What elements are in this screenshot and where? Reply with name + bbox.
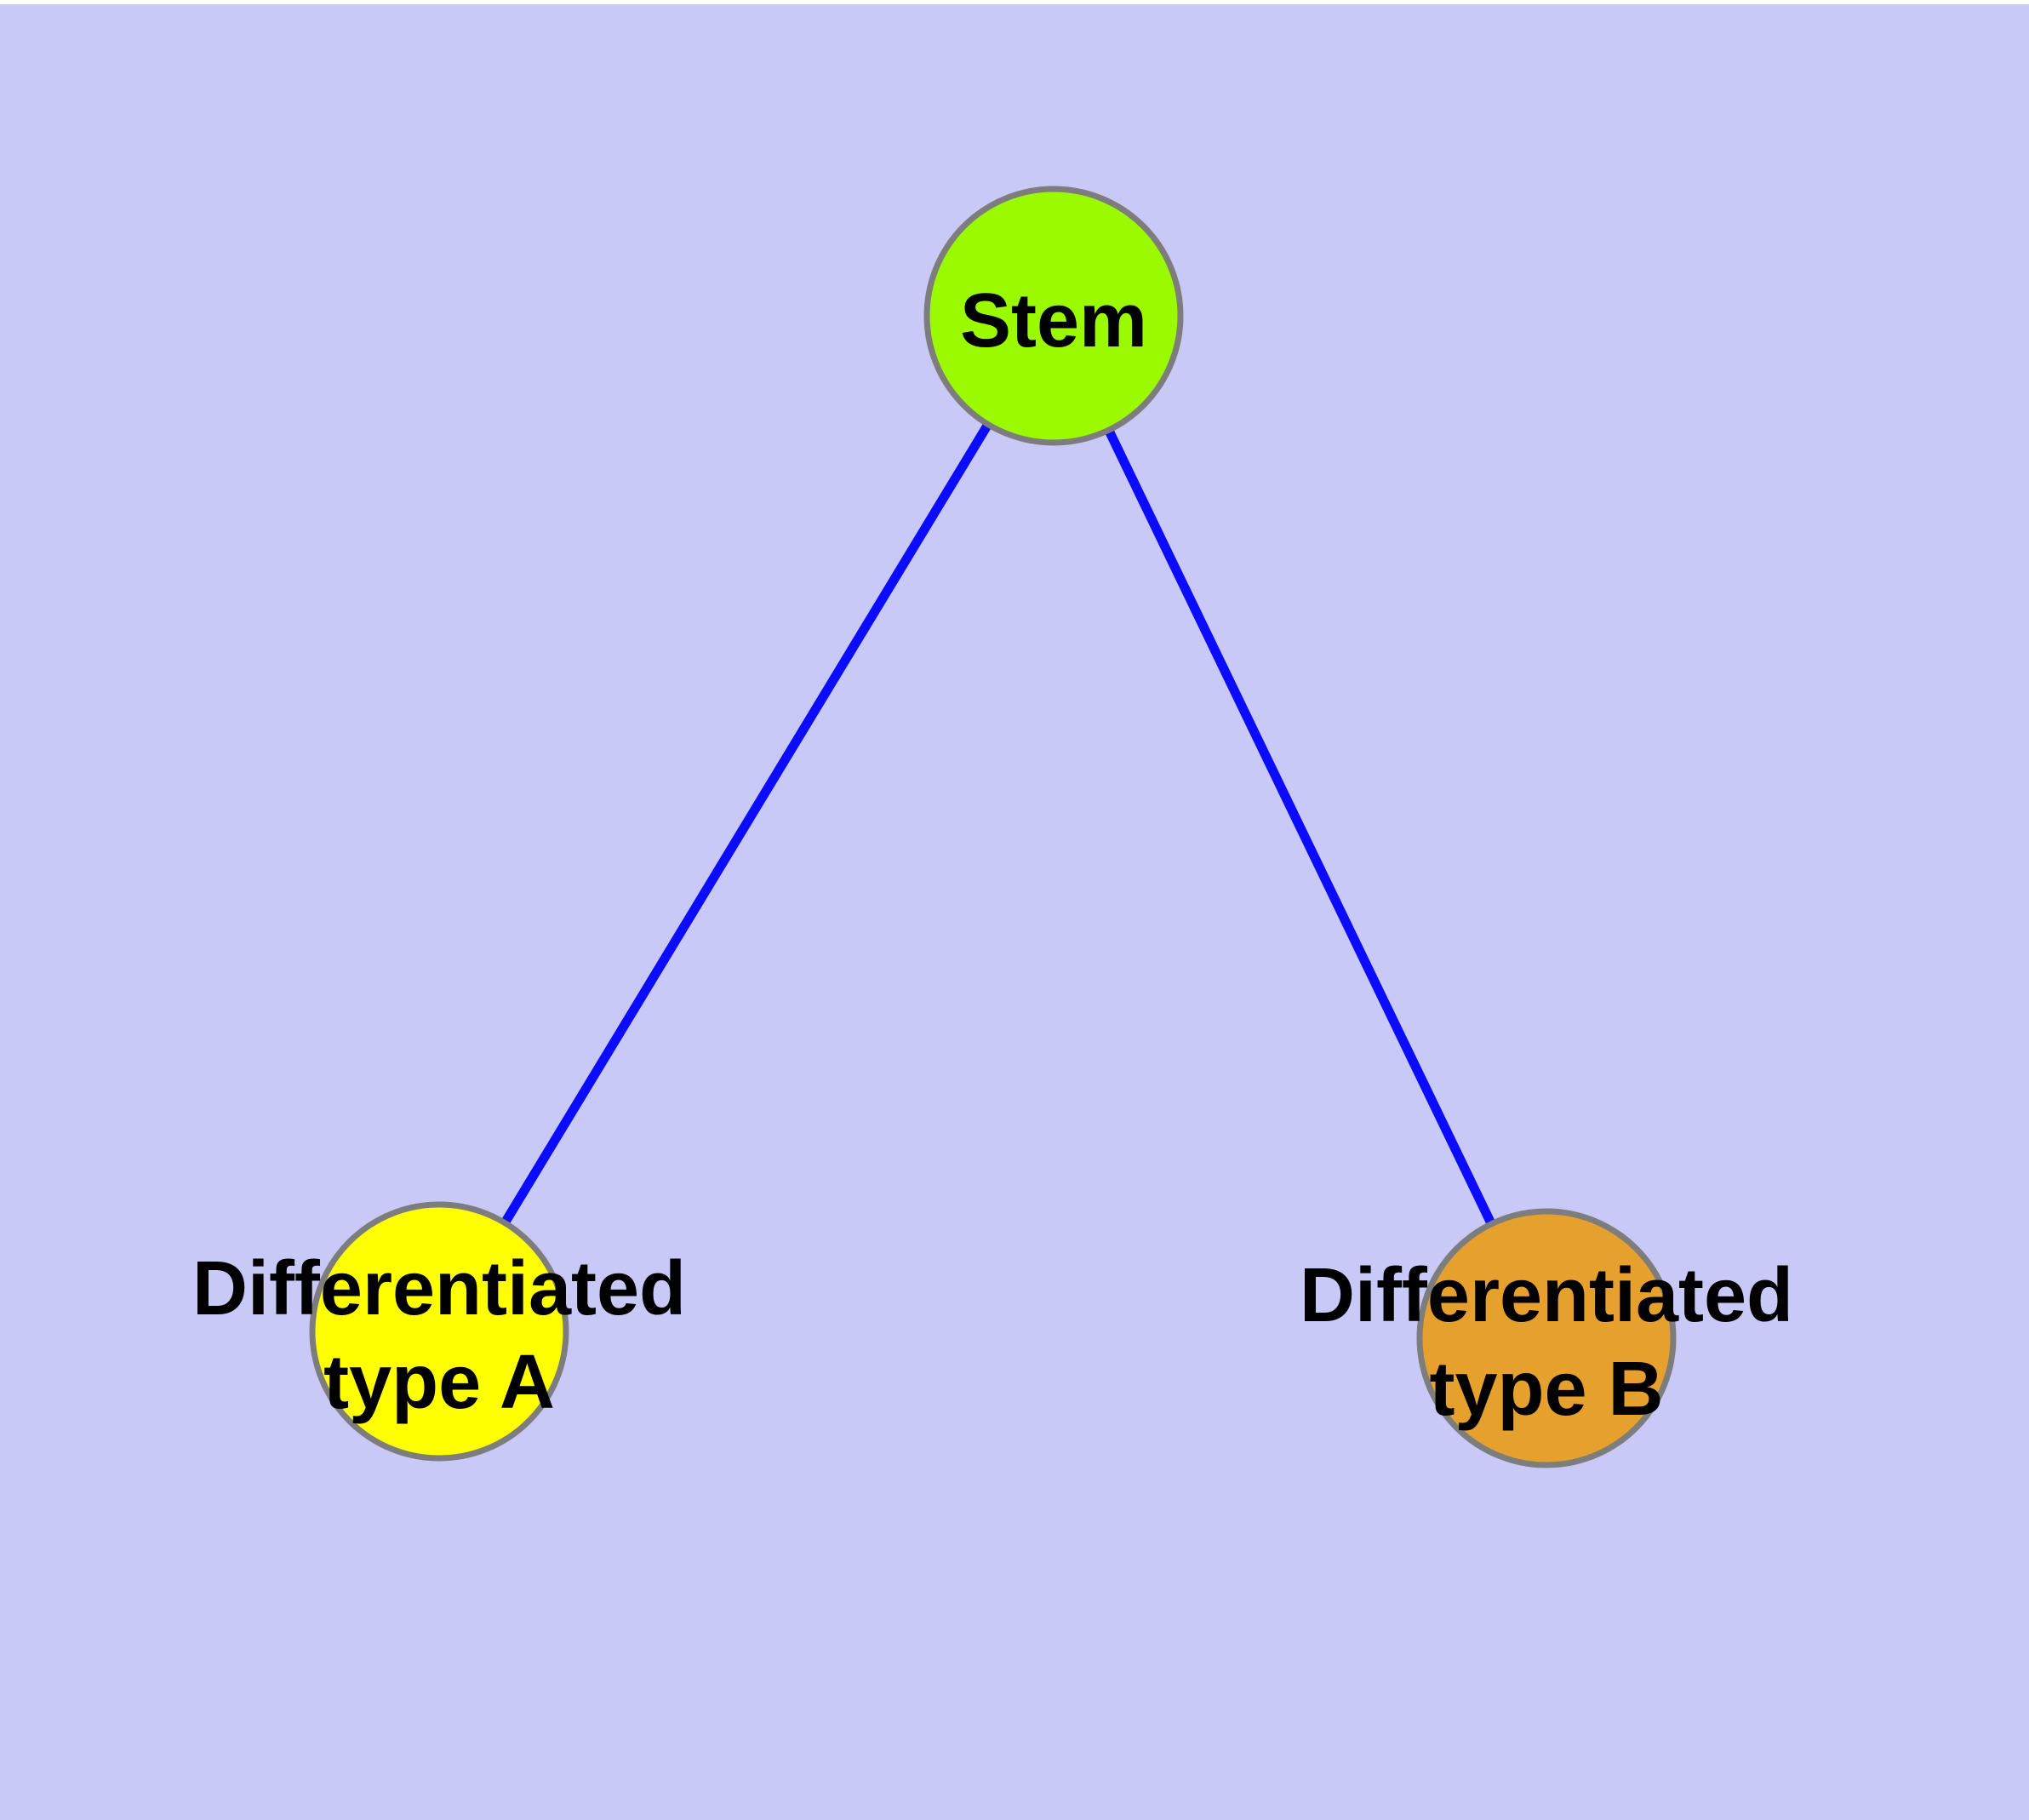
edge-stem-to-type-a xyxy=(435,313,1058,1334)
edge-stem-to-type-b xyxy=(1049,313,1551,1341)
node-stem-label: Stem xyxy=(960,278,1147,363)
node-type-a-label-line1: Differentiated xyxy=(192,1246,686,1331)
node-type-a-label-line2: type A xyxy=(323,1340,555,1425)
node-type-b-label-line1: Differentiated xyxy=(1300,1253,1793,1338)
node-type-b-label-line2: type B xyxy=(1429,1347,1663,1432)
node-type-a-circle xyxy=(309,1201,569,1462)
node-type-b-circle xyxy=(1416,1208,1677,1468)
node-stem-circle xyxy=(923,186,1184,446)
